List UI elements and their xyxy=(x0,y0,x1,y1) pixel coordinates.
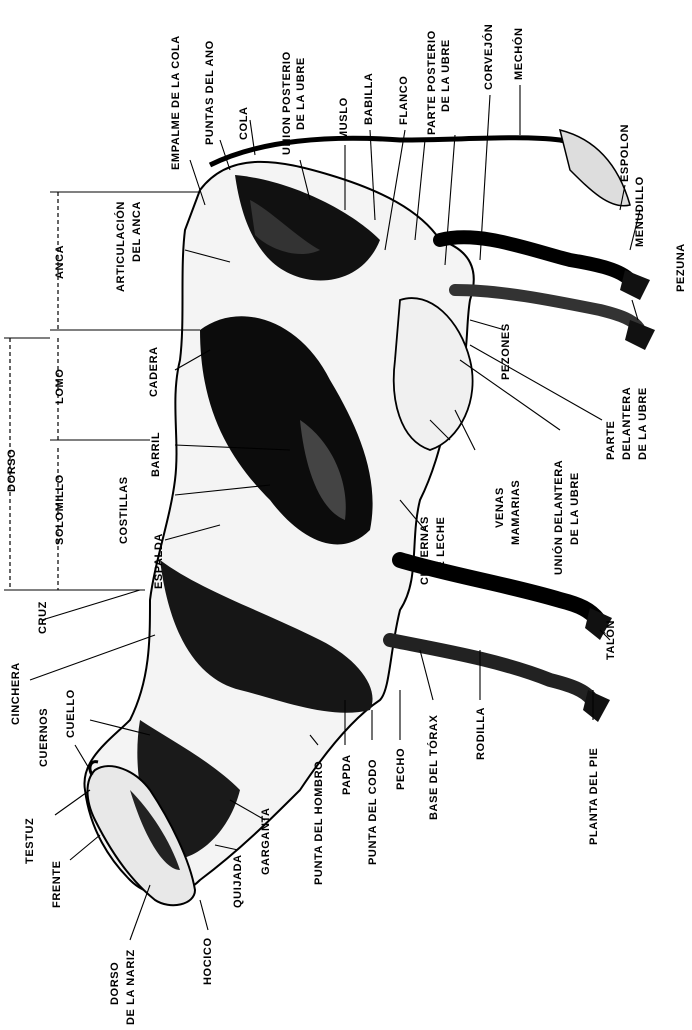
label-parte-posterior-1: PARTE POSTERIO xyxy=(426,30,438,135)
label-articulacion-del-anca-1: ARTICULACIÓN xyxy=(114,201,127,292)
label-rodilla: RODILLA xyxy=(475,707,487,760)
label-union-posterior-2: DE LA UBRE xyxy=(295,57,307,130)
label-flanco: FLANCO xyxy=(398,76,410,125)
label-pezuna: PEZUNA xyxy=(675,243,687,292)
label-union-delantera-1: UNIÓN DELANTERA xyxy=(552,460,565,575)
label-talon: TALÓN xyxy=(604,620,617,660)
label-cuello: CUELLO xyxy=(65,689,77,738)
label-punta-del-codo: PUNTA DEL CODO xyxy=(367,759,379,865)
label-espalda: ESPALDA xyxy=(153,533,165,589)
cow-front-leg xyxy=(390,640,592,700)
label-cadera: CADERA xyxy=(148,346,160,397)
label-mechon: MECHÓN xyxy=(512,28,525,81)
label-papda: PAPDA xyxy=(341,754,353,795)
label-planta-del-pie: PLANTA DEL PIE xyxy=(588,748,600,845)
label-parte-delantera-3: DE LA UBRE xyxy=(637,387,649,460)
label-lomo: LOMO xyxy=(54,369,66,404)
label-menudillo: MENUDILLO xyxy=(634,176,646,247)
label-cuernos: CUERNOS xyxy=(38,708,50,767)
label-babilla: BABILLA xyxy=(363,73,375,125)
label-cisternas-de-leche-2: DE LECHE xyxy=(435,517,447,577)
label-parte-posterior-2: DE LA UBRE xyxy=(440,39,452,112)
label-base-del-torax: BASE DEL TÓRAX xyxy=(427,715,440,820)
label-garganta: GARGANTA xyxy=(260,807,272,875)
label-dorso: DORSO xyxy=(6,449,18,492)
label-espolon: ESPOLON xyxy=(619,124,631,182)
label-quijada: QUIJADA xyxy=(232,854,244,908)
label-parte-delantera-2: DELANTERA xyxy=(621,387,633,460)
label-union-delantera-2: DE LA UBRE xyxy=(569,472,581,545)
label-parte-delantera-1: PARTE xyxy=(605,421,617,460)
cow-hoof xyxy=(620,270,650,300)
label-pecho: PECHO xyxy=(395,748,407,790)
label-frente: FRENTE xyxy=(51,860,63,908)
label-venas-mamarias-1: VENAS xyxy=(494,487,506,528)
label-punta-del-hombro: PUNTA DEL HOMBRO xyxy=(313,761,325,885)
label-venas-mamarias-2: MAMARIAS xyxy=(510,480,522,545)
label-pezones: PEZONES xyxy=(500,323,512,380)
label-cola: COLA xyxy=(238,106,250,140)
label-costillas: COSTILLAS xyxy=(118,476,130,544)
label-barril: BARRIL xyxy=(150,432,162,477)
label-empalme-de-la-cola: EMPALME DE LA COLA xyxy=(170,35,182,170)
label-anca: ANCA xyxy=(54,245,66,279)
label-union-posterior-1: UNION POSTERIO xyxy=(281,51,293,155)
label-cruz: CRUZ xyxy=(37,601,49,634)
cow-hoof xyxy=(625,320,655,350)
label-puntas-del-ano: PUNTAS DEL ANO xyxy=(204,40,216,145)
cow-hoof xyxy=(583,690,610,722)
label-corvejon: CORVEJÓN xyxy=(482,24,495,90)
label-hocico: HOCICO xyxy=(202,937,214,985)
label-cinchera: CINCHERA xyxy=(10,662,22,725)
label-solomillo: SOLOMILLO xyxy=(54,474,66,545)
label-dorso-de-la-nariz-2: DE LA NARIZ xyxy=(125,949,137,1025)
label-dorso-de-la-nariz-1: DORSO xyxy=(109,962,121,1005)
label-cisternas-de-leche-1: CISTERNAS xyxy=(419,516,431,585)
label-muslo: MUSLO xyxy=(338,97,350,140)
label-testuz: TESTUZ xyxy=(24,818,36,864)
label-articulacion-del-anca-2: DEL ANCA xyxy=(131,201,143,262)
